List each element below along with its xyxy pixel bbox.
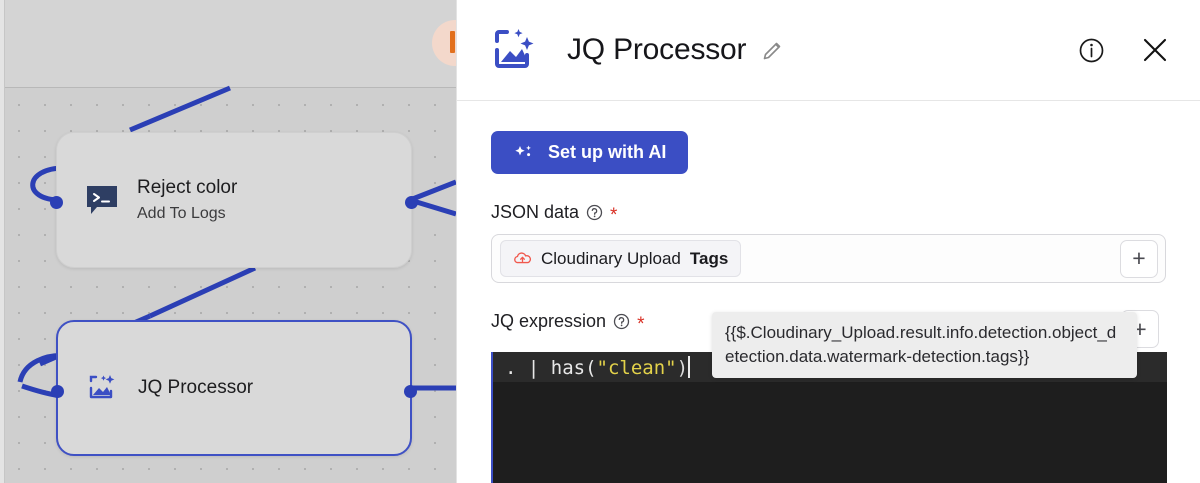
token-path-tooltip: {{$.Cloudinary_Upload.result.info.detect… — [712, 312, 1137, 379]
pencil-icon[interactable] — [760, 38, 784, 62]
page-title: JQ Processor — [567, 33, 747, 66]
canvas-node-reject-color[interactable]: Reject color Add To Logs — [50, 132, 418, 268]
workflow-canvas[interactable]: Reject color Add To Logs JQ Processor — [0, 0, 456, 483]
json-data-add-button[interactable]: + — [1120, 239, 1158, 278]
setup-with-ai-label: Set up with AI — [548, 142, 667, 162]
chip-bold-label: Tags — [689, 248, 729, 268]
question-circle-icon[interactable] — [586, 204, 603, 221]
canvas-node-jq-processor[interactable]: JQ Processor — [51, 320, 417, 456]
setup-with-ai-button[interactable]: Set up with AI — [491, 131, 689, 174]
json-data-label-row: JSON data * — [491, 202, 1166, 226]
node-title: Reject color — [137, 177, 238, 199]
panel-body: Set up with AI JSON data * — [457, 101, 1200, 335]
terminal-chat-icon — [85, 183, 119, 217]
close-icon[interactable] — [1140, 35, 1170, 65]
node-output-port[interactable] — [405, 196, 418, 209]
code-token-string: "clean" — [596, 356, 677, 379]
node-text-block: JQ Processor — [138, 375, 253, 400]
required-marker: * — [610, 205, 618, 226]
image-sparkle-icon — [489, 24, 541, 76]
jq-expression-label-row: JQ expression * — [491, 311, 1166, 335]
canvas-left-edge — [0, 0, 5, 483]
node-title: JQ Processor — [138, 377, 254, 399]
code-token-before: . | has( — [505, 356, 597, 379]
panel-header: JQ Processor — [457, 0, 1200, 101]
node-settings-panel: JQ Processor — [456, 0, 1200, 483]
sparkles-icon — [513, 142, 535, 164]
node-input-port[interactable] — [51, 385, 64, 398]
image-sparkle-icon — [86, 371, 120, 405]
node-text-block: Reject color Add To Logs — [137, 175, 237, 224]
chip-prefix-label: Cloudinary Upload — [541, 248, 681, 268]
json-data-label: JSON data — [491, 202, 580, 222]
node-subtitle: Add To Logs — [137, 205, 226, 223]
jq-expression-label: JQ expression — [491, 311, 607, 331]
text-caret — [688, 355, 691, 378]
cloudinary-cloud-icon — [513, 249, 532, 268]
code-token-after: ) — [676, 356, 689, 379]
node-input-port[interactable] — [50, 196, 63, 209]
canvas-top-strip — [0, 0, 456, 88]
info-icon[interactable] — [1076, 35, 1106, 65]
json-data-input[interactable]: Cloudinary Upload Tags + — [491, 234, 1166, 283]
question-circle-icon[interactable] — [613, 313, 630, 330]
panel-header-actions — [1076, 35, 1170, 65]
required-marker: * — [637, 314, 645, 335]
node-output-port[interactable] — [404, 385, 417, 398]
token-chip-cloudinary-upload-tags[interactable]: Cloudinary Upload Tags — [500, 240, 742, 277]
